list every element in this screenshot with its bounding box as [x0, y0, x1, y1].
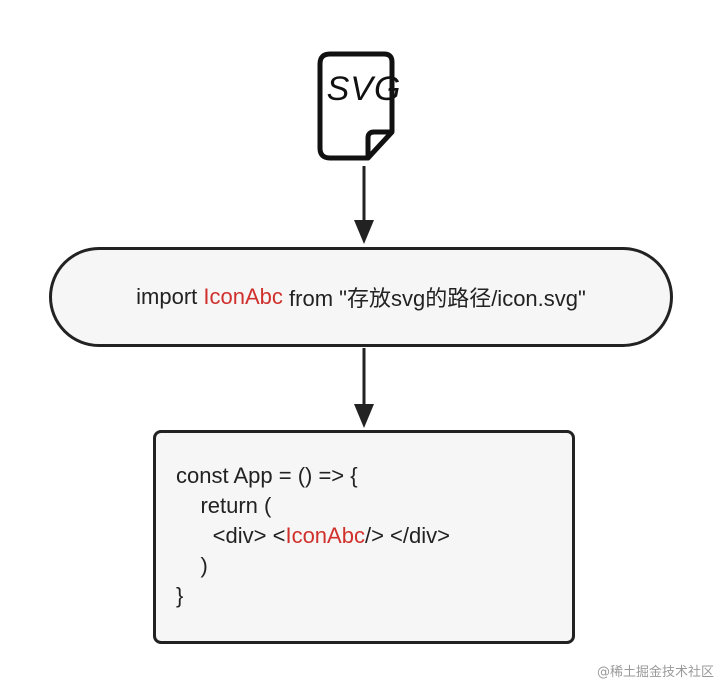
code-line: ) [176, 551, 572, 581]
arrow-to-code [354, 348, 374, 428]
code-component-name: IconAbc [285, 523, 365, 548]
import-statement-node: import IconAbc from "存放svg的路径/icon.svg" [49, 247, 673, 347]
code-line: <div> <IconAbc/> </div> [176, 521, 572, 551]
code-text: ) [176, 553, 208, 578]
svg-file-label: SVG [326, 70, 402, 108]
component-code-node: const App = () => { return ( <div> <Icon… [153, 430, 575, 644]
code-text: <div> < [176, 523, 286, 548]
svg-file-icon [317, 51, 395, 161]
code-text: const App = () => { [176, 463, 358, 488]
import-text-after: from "存放svg的路径/icon.svg" [282, 286, 586, 311]
code-text: /> </div> [364, 523, 450, 548]
import-component-name: IconAbc [203, 284, 283, 309]
import-text-before: import [136, 284, 204, 309]
arrow-to-import [354, 166, 374, 244]
code-text: } [176, 583, 184, 608]
code-text: return ( [176, 493, 272, 518]
code-line: const App = () => { [176, 461, 572, 491]
code-line: return ( [176, 491, 572, 521]
watermark: @稀土掘金技术社区 [596, 665, 714, 680]
code-line: } [176, 581, 572, 611]
